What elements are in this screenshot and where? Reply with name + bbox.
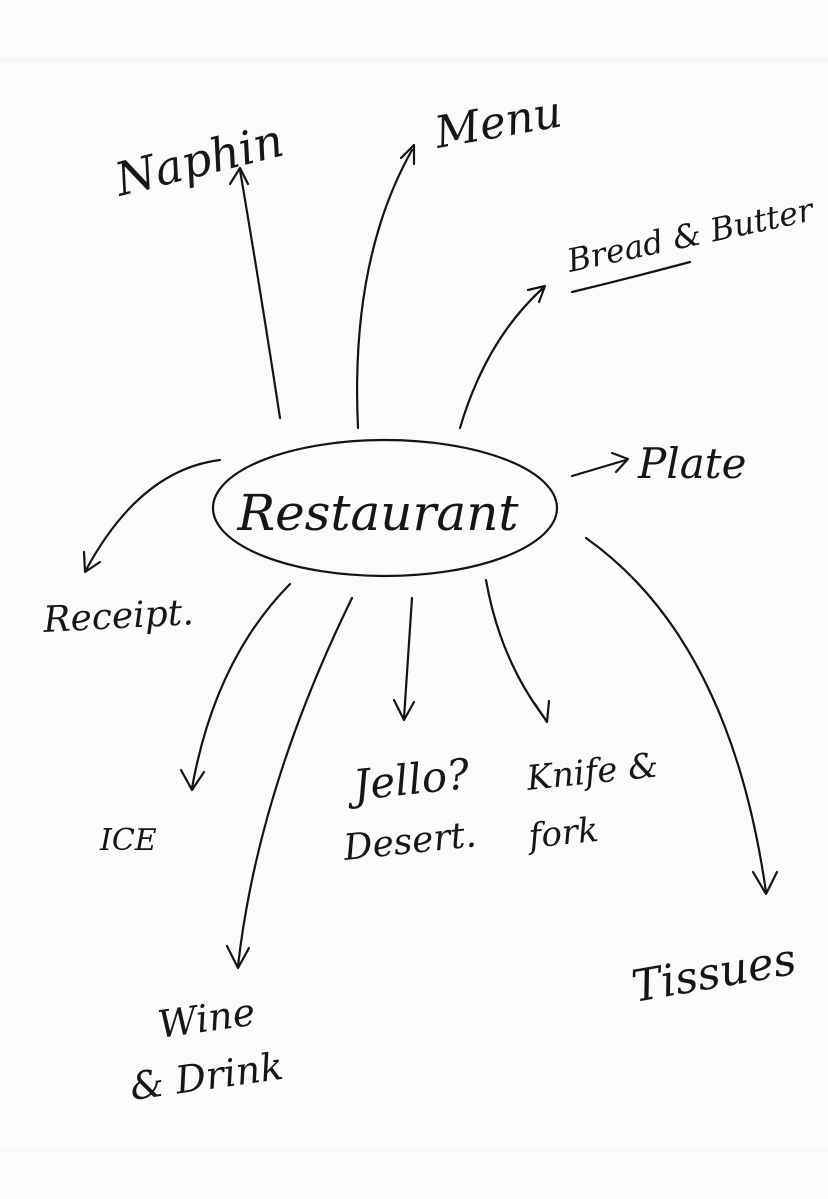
label-napkin: Naphin <box>109 113 289 207</box>
arrowhead-wine-drink <box>225 944 251 970</box>
arrowhead-knife-fork <box>533 699 551 724</box>
bread-underline <box>570 260 692 294</box>
branch-labels: Naphin Menu Bread & Butter Plate Receipt… <box>41 86 818 1108</box>
arrow-to-plate <box>570 458 628 478</box>
arrow-to-jello <box>402 596 414 720</box>
arrowhead-receipt <box>82 550 102 574</box>
center-node-label: Restaurant <box>236 484 519 542</box>
paper-background <box>0 59 828 1151</box>
label-jello-line2: Desert. <box>341 814 479 869</box>
label-knife-line2: fork <box>524 810 601 857</box>
label-receipt: Receipt. <box>41 592 194 641</box>
arrowhead-bread-butter <box>526 284 547 304</box>
arrowhead-napkin <box>228 166 250 186</box>
arrowhead-ice <box>179 768 206 792</box>
arrowhead-jello <box>392 698 416 722</box>
arrow-to-knife-fork <box>484 578 548 722</box>
connectors <box>82 143 779 970</box>
arrow-to-menu <box>355 148 414 430</box>
arrowhead-tissues <box>751 870 779 896</box>
arrow-to-ice <box>190 582 292 790</box>
arrowhead-menu <box>399 143 416 166</box>
label-wine-line1: Wine <box>155 990 258 1047</box>
label-wine-line2: & Drink <box>127 1044 286 1109</box>
label-plate: Plate <box>637 439 746 488</box>
label-menu: Menu <box>430 86 566 159</box>
arrow-to-tissues <box>584 536 768 894</box>
arrowhead-plate <box>610 451 630 474</box>
arrow-to-wine-drink <box>236 596 354 968</box>
arrow-to-bread-butter <box>458 286 545 430</box>
label-tissues: Tissues <box>628 934 800 1013</box>
center-node-ellipse <box>211 438 559 578</box>
label-ice: ICE <box>99 823 157 858</box>
label-knife-line1: Knife & <box>524 745 660 799</box>
label-jello-line1: Jello? <box>343 749 472 811</box>
arrow-to-napkin <box>238 168 282 420</box>
label-bread-butter: Bread & Butter <box>563 190 818 280</box>
arrow-to-receipt <box>84 458 222 572</box>
